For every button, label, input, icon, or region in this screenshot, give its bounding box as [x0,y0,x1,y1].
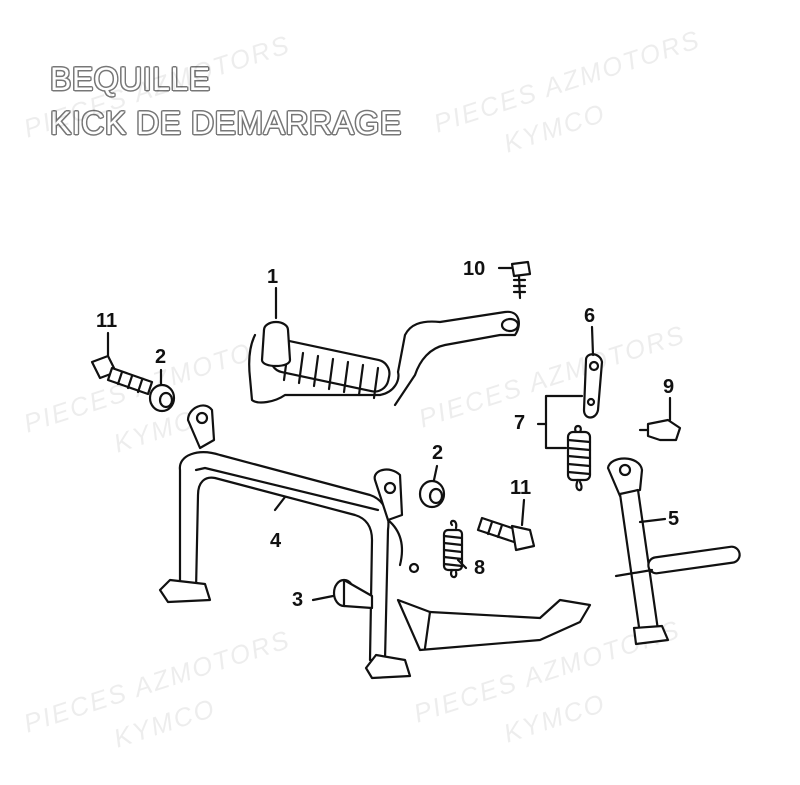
callout-8-spring: 8 [474,557,486,579]
callout-3-bushing: 3 [292,589,304,611]
small-spring-part [442,519,464,579]
callout-4-main-stand: 4 [270,530,282,552]
side-stand-part [606,457,741,646]
callout-1-kick-lever: 1 [267,266,279,288]
bolt-top-part [510,260,532,300]
bushing-part [332,578,374,610]
callout-6-bracket: 6 [584,305,596,327]
pin-part [638,418,682,442]
callout-10-bolt: 10 [463,258,486,280]
kick-lever-part [248,310,520,407]
washer-mid-part [418,479,446,509]
callout-2-washer-mid: 2 [432,442,444,464]
callout-11-bolt-left: 11 [96,310,118,332]
bolt-left-part [90,354,154,396]
callout-5-side-stand: 5 [668,508,680,530]
bolt-mid-part [476,516,536,552]
main-stand-part [158,404,592,680]
callout-7-spring-set: 7 [514,412,526,434]
bracket-part [582,353,604,419]
washer-left-part [148,383,176,413]
diagram-title-line2: KICK DE DEMARRAGE [50,105,402,141]
spring-set-part [536,394,592,492]
leader-lines [106,266,672,602]
callout-2-washer-left: 2 [155,346,167,368]
callout-11-bolt-mid: 11 [510,477,532,499]
callout-9-pin: 9 [663,376,675,398]
diagram-title-line1: BEQUILLE [50,61,211,97]
